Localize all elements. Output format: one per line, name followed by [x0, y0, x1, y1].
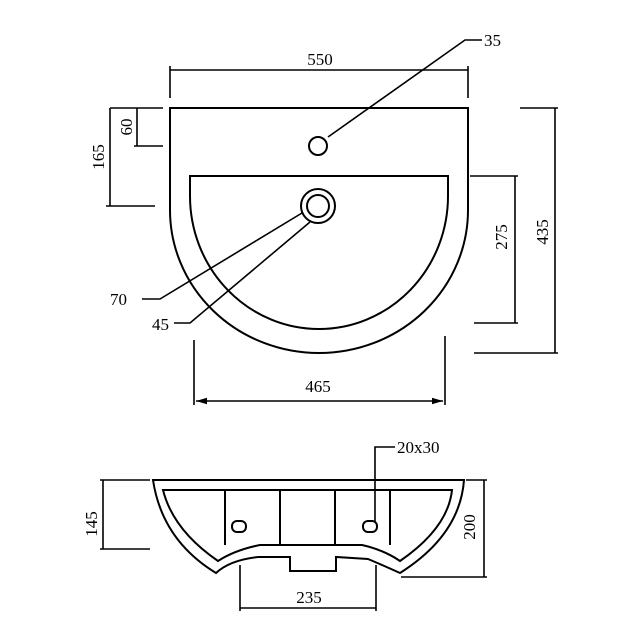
inner-waste-label: 45	[152, 315, 169, 334]
front-inner-contour	[161, 489, 454, 563]
front-view: 20x30 145 200 235	[82, 438, 487, 611]
dim-165-label: 165	[89, 144, 108, 170]
tap-hole	[308, 136, 328, 156]
top-view: 550 35 60 165 275 435 70 45 465	[89, 31, 558, 405]
dim-435-label: 435	[533, 219, 552, 245]
dim-465-label: 465	[305, 377, 331, 396]
dim-145-label: 145	[82, 511, 101, 537]
dim-60-label: 60	[117, 119, 136, 136]
dim-200-label: 200	[460, 514, 479, 540]
outer-waste-leader	[142, 212, 303, 300]
overflow-slot-left	[231, 520, 247, 533]
outer-waste-label: 70	[110, 290, 127, 309]
basin-outer-outline	[169, 107, 469, 354]
overflow-slot-leader	[374, 446, 395, 522]
width-550-label: 550	[307, 50, 333, 69]
overflow-slot-right	[362, 520, 378, 533]
tap-hole-leader	[327, 39, 482, 138]
basin-inner-bowl	[189, 175, 449, 330]
waste-outer-ring	[300, 188, 336, 224]
dim-275-label: 275	[492, 224, 511, 250]
waste-inner-ring	[306, 194, 330, 218]
front-outer-profile	[151, 479, 466, 575]
overflow-slot-label: 20x30	[397, 438, 440, 457]
tap-hole-label: 35	[484, 31, 501, 50]
dim-235-label: 235	[296, 588, 322, 607]
inner-waste-leader	[174, 221, 311, 324]
